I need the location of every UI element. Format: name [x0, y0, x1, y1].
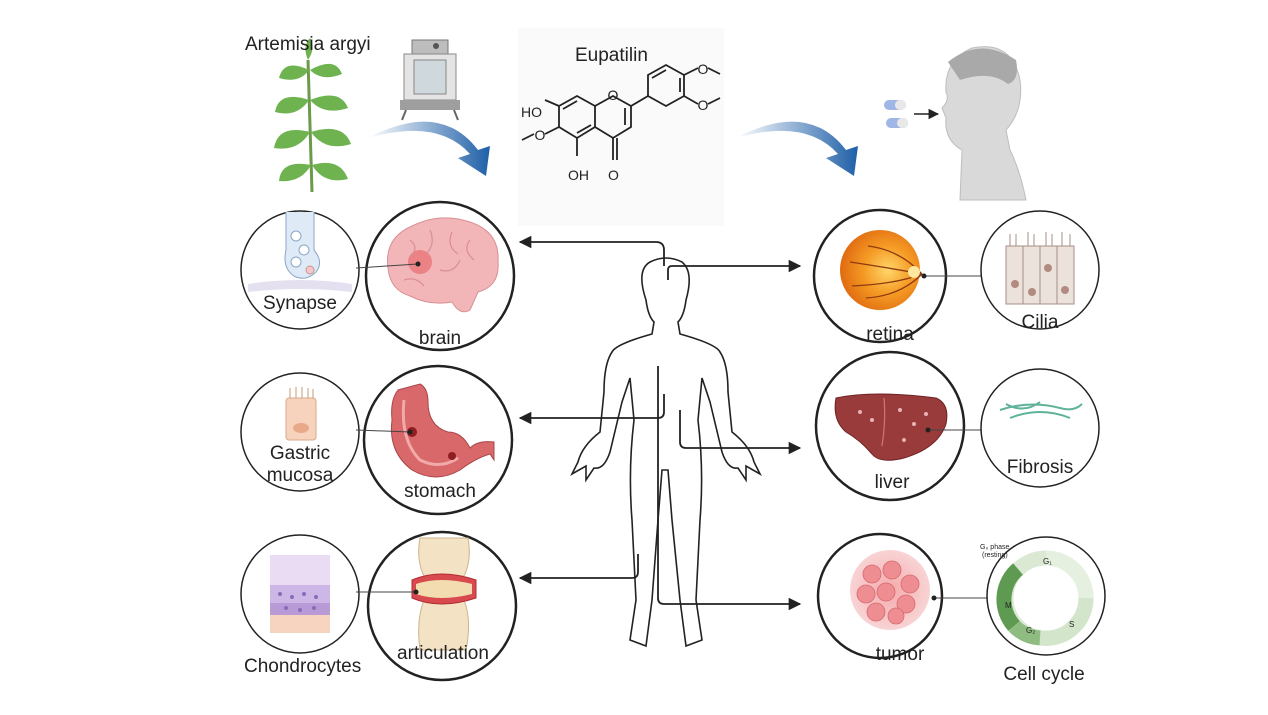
cell-cycle-circle: [986, 536, 1106, 656]
organ-label-retina: retina: [866, 324, 914, 345]
atom-ho-top: HO: [521, 104, 542, 120]
administration-arrow: [736, 121, 858, 176]
detail-label-cilia: Cilia: [1021, 312, 1059, 333]
cycle-label-g0-1: G₀ phase: [980, 544, 1010, 551]
arrow-to-retina: [667, 259, 802, 280]
plant-label: Artemisia argyi: [245, 34, 371, 55]
organ-label-tumor: tumor: [875, 644, 925, 665]
atom-o-keto: O: [608, 167, 619, 183]
detail-label-fibrosis: Fibrosis: [1006, 457, 1074, 478]
arrow-to-liver: [679, 410, 802, 455]
stomach-gastric-link: [355, 429, 411, 433]
plant-illustration: [274, 38, 351, 193]
organ-label-liver: liver: [874, 472, 910, 493]
human-head-illustration: [941, 46, 1027, 201]
organ-label-stomach: stomach: [404, 481, 476, 502]
arrow-to-tumor: [657, 366, 802, 611]
atom-oh-bottom: OH: [568, 167, 589, 183]
articulation-circle: [366, 530, 518, 682]
synapse-circle: [240, 210, 360, 330]
detail-label-gastric-2: mucosa: [266, 465, 334, 486]
extractor-illustration: [400, 39, 460, 121]
svg-text:O: O: [535, 127, 546, 143]
arrow-to-stomach: [518, 394, 665, 425]
cilia-circle: [980, 210, 1100, 330]
detail-label-gastric-1: Gastric: [269, 443, 331, 464]
cycle-label-g2: G₂: [1026, 626, 1036, 635]
compound-label: Eupatilin: [575, 45, 648, 66]
svg-text:O: O: [608, 87, 619, 103]
cycle-label-g0-2: (resting): [982, 552, 1008, 559]
chondrocytes-circle: [240, 534, 360, 654]
detail-label-chondrocytes: Chondrocytes: [244, 656, 362, 677]
svg-text:O: O: [698, 61, 709, 77]
arrow-to-articulation: [518, 554, 639, 585]
organ-label-brain: brain: [418, 328, 462, 349]
organ-label-articulation: articulation: [397, 643, 489, 664]
retina-circle: [812, 208, 948, 344]
cycle-label-s: S: [1069, 620, 1075, 629]
detail-label-cell-cycle: Cell cycle: [1003, 664, 1085, 685]
fibrosis-circle: [980, 368, 1100, 488]
pills-illustration: [884, 100, 940, 128]
human-body-outline: [570, 257, 762, 648]
extraction-arrow: [368, 121, 490, 176]
stomach-circle: [362, 364, 514, 516]
svg-text:O: O: [698, 97, 709, 113]
structure-atom-labels: O O O O: [535, 61, 709, 143]
cycle-label-g1: G₁: [1043, 557, 1052, 566]
tumor-circle: [816, 532, 944, 660]
connector-lines: [518, 235, 802, 611]
detail-label-synapse: Synapse: [263, 293, 337, 314]
cycle-label-m: M: [1005, 601, 1012, 610]
eupatilin-structure: [521, 63, 721, 160]
arrow-to-brain: [518, 235, 665, 266]
brain-synapse-link: [355, 263, 419, 269]
gastric-cell-circle: [240, 372, 360, 492]
compound-panel: [518, 28, 724, 226]
liver-circle: [814, 350, 966, 502]
brain-circle: [364, 200, 516, 352]
